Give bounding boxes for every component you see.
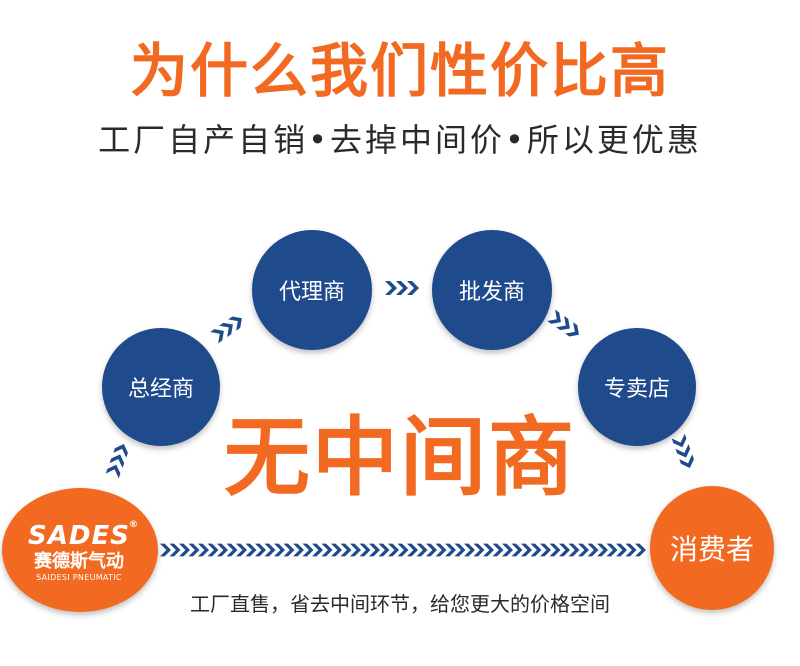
node-agent: 代理商 bbox=[252, 230, 372, 350]
logo-name-cn: 赛德斯气动 bbox=[34, 550, 124, 572]
logo-name-en: SAIDESI PNEUMATIC bbox=[36, 572, 122, 582]
arrow-up-left-2 bbox=[210, 312, 246, 344]
arrow-up-left-1 bbox=[105, 441, 131, 479]
node-store: 专卖店 bbox=[578, 328, 696, 446]
arrow-down-right-2 bbox=[671, 433, 697, 471]
arrow-direct-bottom bbox=[160, 543, 646, 557]
page-subtitle: 工厂自产自销•去掉中间价•所以更优惠 bbox=[98, 121, 702, 159]
logo-brand: SADES bbox=[28, 520, 130, 551]
node-consumer: 消费者 bbox=[650, 486, 774, 610]
arrow-right-top bbox=[385, 281, 419, 295]
arrow-down-right-1 bbox=[547, 309, 583, 341]
page-title: 为什么我们性价比高 bbox=[129, 37, 670, 105]
headline-no-middleman: 无中间商 bbox=[224, 408, 576, 508]
registered-mark: ® bbox=[128, 519, 139, 530]
node-general-agent: 总经商 bbox=[102, 328, 220, 446]
node-wholesaler: 批发商 bbox=[432, 230, 552, 350]
footnote: 工厂直售，省去中间环节，给您更大的价格空间 bbox=[190, 592, 610, 616]
logo-circle bbox=[2, 488, 158, 612]
brand-logo: SADES® 赛德斯气动 SAIDESI PNEUMATIC bbox=[0, 490, 158, 614]
